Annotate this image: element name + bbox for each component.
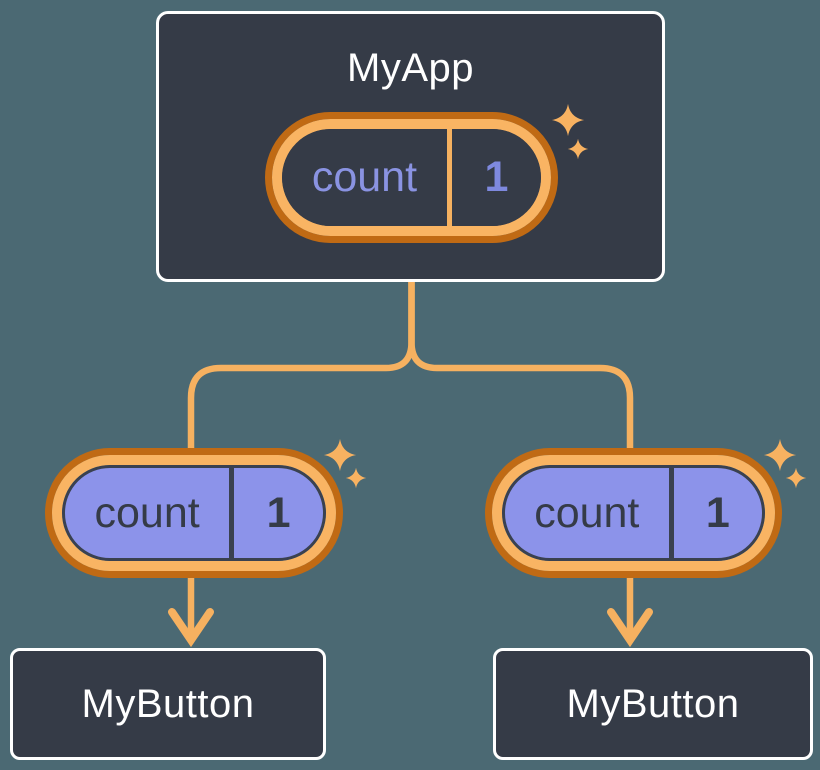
component-node-child-left: MyButton [10,648,326,760]
sparkle-icon [761,436,799,474]
pill-ring-inner: count 1 [272,119,551,236]
props-pill-left: count 1 [45,448,343,578]
pill-value: 1 [266,488,291,537]
component-title: MyButton [81,681,255,726]
pill-divider [668,468,674,558]
pill-label: count [534,488,640,537]
component-title: MyButton [566,681,740,726]
pill-value: 1 [705,488,730,537]
pill-label: count [94,488,200,537]
sparkle-icon [784,466,808,490]
arrow-down-icon [168,608,214,648]
sparkle-icon [549,101,587,139]
props-pill-right: count 1 [485,448,782,578]
pill-label: count [311,153,418,201]
pill-ring-outer: count 1 [485,448,782,578]
sparkle-icon [566,137,590,161]
pill-divider [446,129,452,226]
component-node-child-right: MyButton [493,648,813,760]
state-pill: count 1 [265,112,558,243]
pill-ring-inner: count 1 [52,455,336,571]
sparkle-icon [344,466,368,490]
arrow-down-icon [607,608,653,648]
pill-value: 1 [484,153,509,201]
pill-ring-inner: count 1 [492,455,775,571]
component-title: MyApp [347,46,474,90]
pill-ring-outer: count 1 [45,448,343,578]
pill-ring-outer: count 1 [265,112,558,243]
